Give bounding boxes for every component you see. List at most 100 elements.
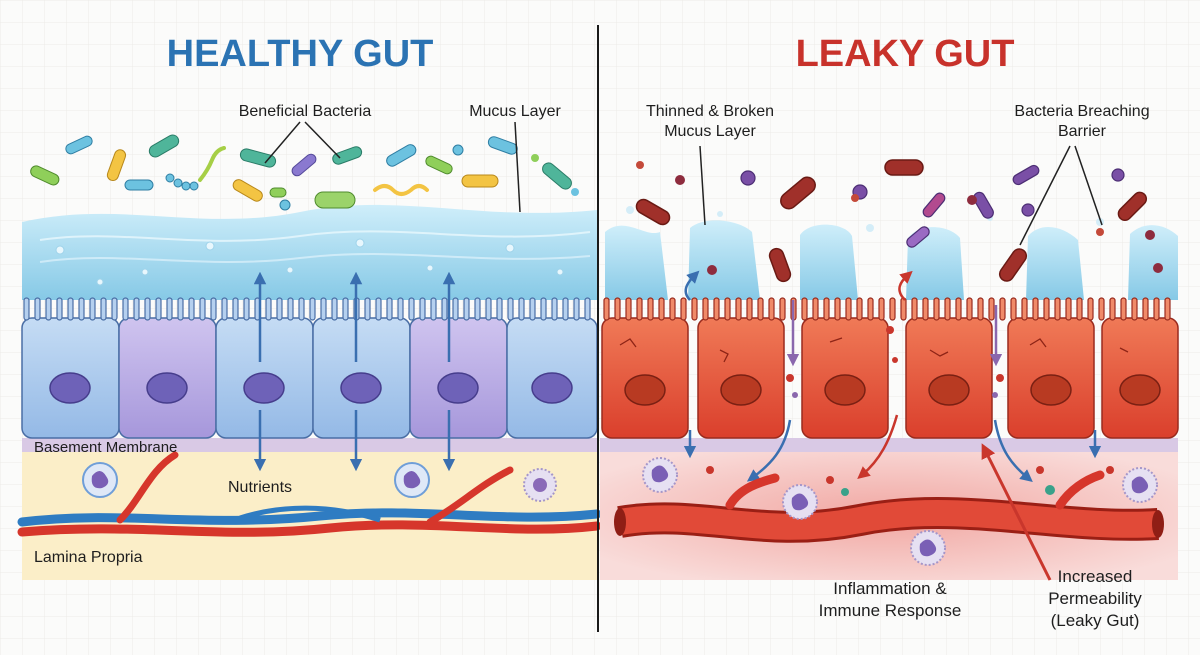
microvillus	[713, 297, 720, 321]
healthy-mucus-layer	[22, 204, 597, 300]
label-nutrients: Nutrients	[228, 479, 292, 496]
healthy-leader-lines	[264, 121, 521, 213]
microvillus	[144, 297, 151, 321]
label-basement-membrane: Basement Membrane	[34, 439, 177, 456]
microvillus	[603, 297, 610, 321]
microvillus	[430, 297, 437, 321]
leaky-leader-lines	[699, 145, 1103, 246]
microvillus	[834, 297, 841, 321]
microvillus	[584, 297, 591, 321]
microvillus	[287, 297, 294, 321]
microvillus	[496, 297, 503, 321]
label-mucus-layer: Mucus Layer	[469, 103, 561, 120]
microvillus	[966, 297, 973, 321]
microvillus	[1142, 297, 1149, 321]
label-bacteria-breaching-line2: Barrier	[1058, 123, 1107, 140]
healthy-title: HEALTHY GUT	[167, 33, 434, 75]
microvillus	[320, 297, 327, 321]
microvillus	[100, 297, 107, 321]
microvillus	[636, 297, 643, 321]
microvillus	[691, 297, 698, 321]
label-lamina-propria: Lamina Propria	[34, 549, 143, 566]
microvillus	[658, 297, 665, 321]
microvillus	[452, 297, 459, 321]
microvillus	[878, 297, 885, 321]
leaky-panel: LEAKY GUT Thinned & Broken Mucus Layer B…	[600, 33, 1179, 630]
microvillus	[419, 297, 426, 321]
microvillus	[977, 297, 984, 321]
label-permeability-line2: Permeability	[1048, 589, 1142, 608]
microvillus	[823, 297, 830, 321]
healthy-panel: HEALTHY GUT Beneficial Bacteria Mucus La…	[17, 33, 602, 580]
microvillus	[199, 297, 206, 321]
microvillus	[889, 297, 896, 321]
microvillus	[474, 297, 481, 321]
label-thinned-line1: Thinned & Broken	[646, 103, 774, 120]
microvillus	[485, 297, 492, 321]
microvillus	[1098, 297, 1105, 321]
microvillus	[988, 297, 995, 321]
microvillus	[856, 297, 863, 321]
microvillus	[1054, 297, 1061, 321]
microvillus	[573, 297, 580, 321]
microvillus	[933, 297, 940, 321]
microvillus	[89, 297, 96, 321]
microvillus	[999, 297, 1006, 321]
microvillus	[463, 297, 470, 321]
microvillus	[364, 297, 371, 321]
inflamed-blood-vessel	[614, 470, 1164, 543]
microvillus	[540, 297, 547, 321]
leaky-epithelium	[601, 297, 1179, 439]
microvillus	[944, 297, 951, 321]
microvillus	[735, 297, 742, 321]
microvillus	[45, 297, 52, 321]
leaky-basement-membrane	[600, 438, 1178, 452]
microvillus	[342, 297, 349, 321]
microvillus	[177, 297, 184, 321]
microvillus	[111, 297, 118, 321]
harmful-bacteria	[635, 159, 1163, 283]
microvillus	[1032, 297, 1039, 321]
microvillus	[232, 297, 239, 321]
microvillus	[812, 297, 819, 321]
microvillus	[529, 297, 536, 321]
microvillus	[757, 297, 764, 321]
microvillus	[801, 297, 808, 321]
microvillus	[1087, 297, 1094, 321]
microvillus	[298, 297, 305, 321]
microvillus	[680, 297, 687, 321]
microvillus	[397, 297, 404, 321]
microvillus	[768, 297, 775, 321]
microvillus	[133, 297, 140, 321]
microvillus	[625, 297, 632, 321]
microvillus	[331, 297, 338, 321]
microvillus	[1153, 297, 1160, 321]
broken-mucus-layer	[605, 220, 1178, 300]
healthy-basement-membrane	[22, 438, 597, 452]
healthy-epithelium	[21, 297, 598, 439]
microvillus	[276, 297, 283, 321]
microvillus	[779, 297, 786, 321]
microvillus	[243, 297, 250, 321]
label-inflammation-line1: Inflammation &	[833, 579, 947, 598]
microvillus	[900, 297, 907, 321]
microvillus	[386, 297, 393, 321]
microvillus	[746, 297, 753, 321]
microvillus	[507, 297, 514, 321]
label-permeability-line1: Increased	[1058, 567, 1133, 586]
permeability-arrow	[981, 443, 1052, 581]
leaky-immune-cells	[642, 457, 1158, 566]
microvillus	[845, 297, 852, 321]
microvillus	[309, 297, 316, 321]
microvillus	[1164, 297, 1171, 321]
microvillus	[669, 297, 676, 321]
microvillus	[647, 297, 654, 321]
microvillus	[1021, 297, 1028, 321]
microvillus	[867, 297, 874, 321]
microvillus	[210, 297, 217, 321]
label-beneficial-bacteria: Beneficial Bacteria	[239, 103, 372, 120]
leaky-title: LEAKY GUT	[796, 33, 1015, 75]
label-bacteria-breaching-line1: Bacteria Breaching	[1014, 103, 1149, 120]
